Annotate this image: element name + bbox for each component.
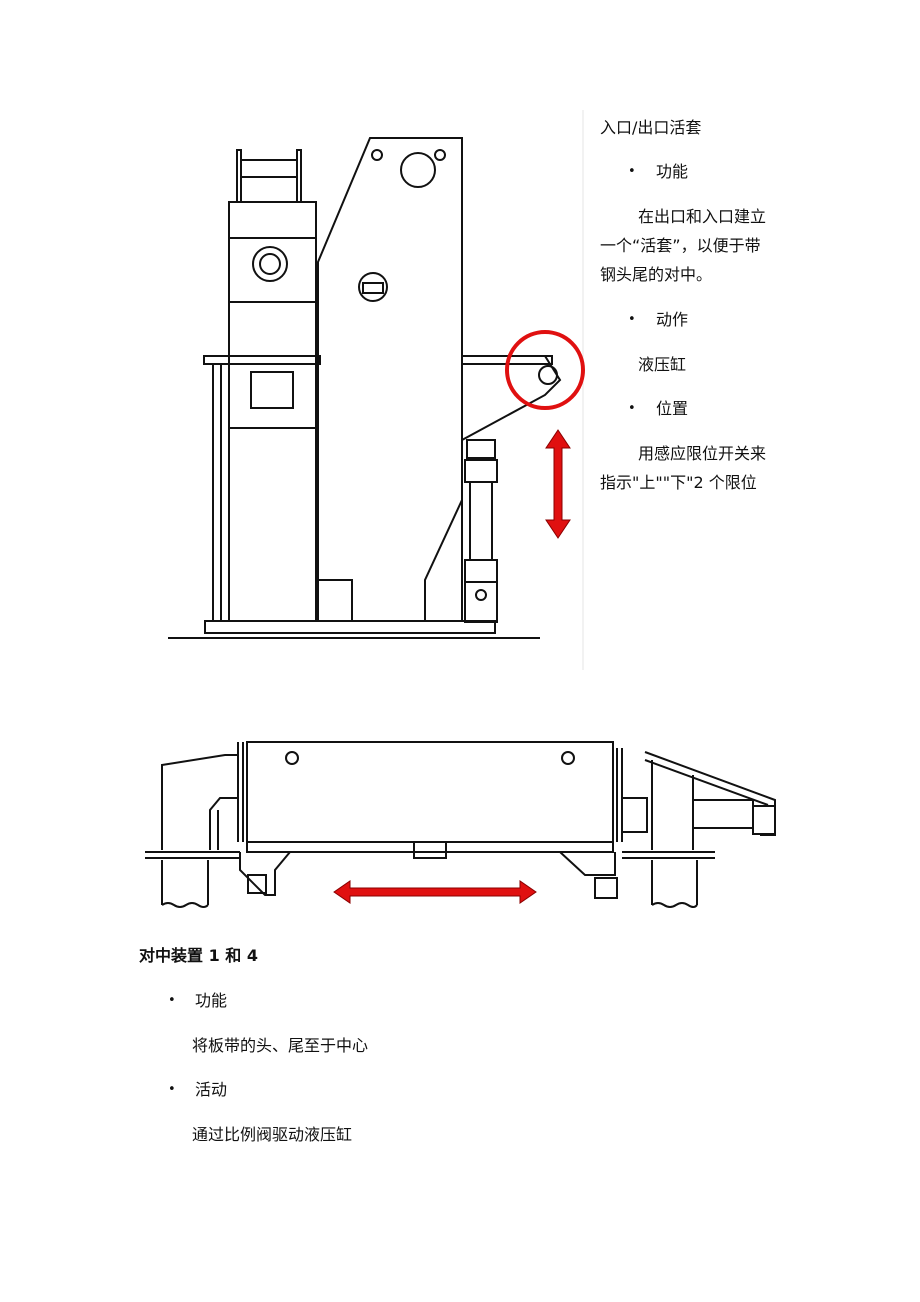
looper-position-label: 位置 <box>656 399 689 418</box>
centering-function-label: 功能 <box>195 991 228 1010</box>
centering-title: 对中装置 1 和 4 <box>139 946 258 965</box>
looper-position-line-1: 用感应限位开关来 <box>638 444 767 463</box>
bullet-marker: • <box>628 312 636 327</box>
red-circle-icon <box>505 330 585 410</box>
looper-machine-drawing <box>168 110 584 670</box>
looper-title: 入口/出口活套 <box>600 118 702 137</box>
centering-function-text: 将板带的头、尾至于中心 <box>192 1036 369 1055</box>
looper-function-label: 功能 <box>656 162 689 181</box>
looper-action-text: 液压缸 <box>638 355 687 374</box>
double-arrow-vertical-icon <box>545 429 571 539</box>
looper-position-line-2: 指示"上""下"2 个限位 <box>600 473 757 492</box>
bullet-marker: • <box>168 993 176 1008</box>
looper-function-line-3: 钢头尾的对中。 <box>600 265 713 284</box>
looper-function-line-2: 一个“活套”，以便于带 <box>600 236 761 255</box>
bullet-marker: • <box>168 1082 176 1097</box>
bullet-marker: • <box>628 401 636 416</box>
double-arrow-horizontal-icon <box>333 880 537 904</box>
looper-function-line-1: 在出口和入口建立 <box>638 207 767 226</box>
looper-action-label: 动作 <box>656 310 689 329</box>
centering-activity-label: 活动 <box>195 1080 228 1099</box>
bullet-marker: • <box>628 164 636 179</box>
centering-device-drawing <box>145 741 776 908</box>
centering-activity-text: 通过比例阀驱动液压缸 <box>192 1125 353 1144</box>
